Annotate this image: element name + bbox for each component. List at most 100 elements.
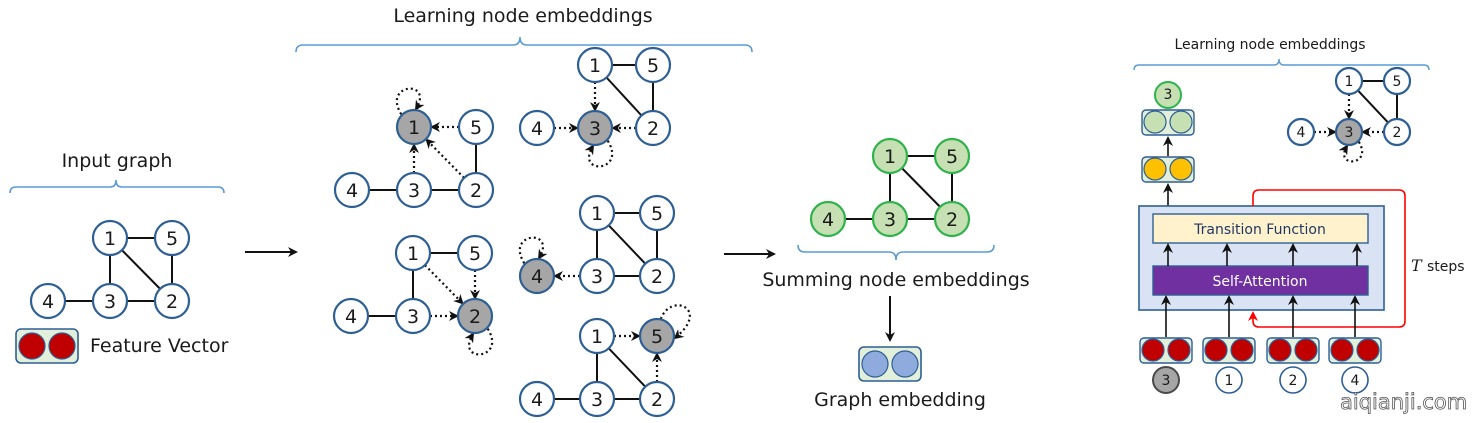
node-label: 2 <box>647 118 659 140</box>
graph-node-5: 5 <box>153 219 191 257</box>
token-label: 2 <box>1289 373 1298 389</box>
hidden-embedding <box>1141 156 1195 183</box>
graph-edge <box>121 249 161 290</box>
graph-node-2: 2 <box>933 200 971 238</box>
feature-dot <box>1356 338 1380 362</box>
graph-node-3: 3 <box>871 200 909 238</box>
node-label: 4 <box>822 209 834 231</box>
node-label: 1 <box>589 55 601 77</box>
graph-node-1: 1 <box>576 46 614 84</box>
feature-dot <box>48 332 76 360</box>
graph-node-2: 2 <box>638 380 676 418</box>
graph-node-4: 4 <box>332 297 370 335</box>
token-label: 3 <box>1162 373 1171 389</box>
token-node <box>1152 366 1180 394</box>
node-label: 4 <box>531 118 543 140</box>
transformer-title: Learning node embeddings <box>1174 37 1365 53</box>
node-label: 1 <box>884 146 896 168</box>
self-loop-arrow <box>395 87 425 115</box>
graph-node-2: 2 <box>634 109 672 147</box>
node-label: 3 <box>408 180 420 202</box>
node-label: 4 <box>42 291 54 313</box>
node-label: 3 <box>1345 125 1354 141</box>
feature-dot <box>1167 338 1191 362</box>
graph-edge <box>1357 89 1389 124</box>
graph-node-3: 3 <box>395 171 433 209</box>
feature-dot <box>18 332 46 360</box>
node-label: 2 <box>166 291 178 313</box>
output-node-3 <box>1154 81 1182 109</box>
graph-node-1: 1 <box>578 317 616 355</box>
feature-dot <box>1230 338 1254 362</box>
graph-node-2: 2 <box>1382 117 1412 147</box>
graph-edge <box>607 347 647 388</box>
node-label: 4 <box>531 266 543 288</box>
feature-dot <box>1268 338 1292 362</box>
embedding-dot <box>861 350 889 378</box>
feature-vector-legend: Feature Vector <box>15 328 229 364</box>
graph-embedding-label: Graph embedding <box>814 389 986 411</box>
transformer-brace <box>1133 58 1430 71</box>
node-label: 4 <box>346 180 358 202</box>
graph-node-2: 2 <box>457 171 495 209</box>
t-steps-label: steps <box>1427 259 1465 275</box>
graph-node-1: 1 <box>91 219 129 257</box>
graph-node-3: 3 <box>1334 117 1364 147</box>
graph-node-1: 1 <box>395 108 433 146</box>
node-label: 4 <box>1297 125 1306 141</box>
graph-edge <box>901 167 941 208</box>
token-node <box>1341 366 1369 394</box>
self-loop-arrow <box>518 236 548 264</box>
graph-node-1: 1 <box>578 194 616 232</box>
node-label: 1 <box>104 228 116 250</box>
graph-node-5: 5 <box>933 137 971 175</box>
graph-edge <box>607 224 647 265</box>
node-label: 5 <box>1393 74 1402 90</box>
token-node <box>1279 366 1307 394</box>
graph-node-1: 1 <box>1334 66 1364 96</box>
graph-node-2: 2 <box>638 257 676 295</box>
small-graph-target-3: 1 2 3 4 5 <box>1286 66 1412 163</box>
graph-node-5: 5 <box>634 46 672 84</box>
input-graph-section: Input graph 1 2 3 4 5 Feature Vector <box>9 150 229 364</box>
self-loop-arrow <box>584 140 614 168</box>
feature-dot <box>1330 338 1354 362</box>
graph-node-4: 4 <box>333 171 371 209</box>
graph-node-3: 3 <box>578 257 616 295</box>
t-steps-var: T <box>1411 256 1423 275</box>
input-token-2: 2 <box>1266 295 1320 394</box>
node-label: 2 <box>946 209 958 231</box>
attention-to-transition-arrows <box>1163 243 1362 266</box>
graph-node-3: 3 <box>394 297 432 335</box>
self-loop-arrow <box>1338 141 1364 163</box>
feature-dot <box>1141 338 1165 362</box>
node-label: 1 <box>408 117 420 139</box>
input-graph-title: Input graph <box>62 150 173 172</box>
node-label: 1 <box>1345 74 1354 90</box>
graph-node-3: 3 <box>576 109 614 147</box>
token-label: 4 <box>1351 373 1360 389</box>
node-label: 5 <box>166 228 178 250</box>
node-label: 3 <box>104 291 116 313</box>
summed-graph: 1 2 3 4 5 <box>809 137 971 238</box>
output-node-label: 3 <box>1164 87 1173 103</box>
input-graph: 1 2 3 4 5 <box>29 219 191 320</box>
graph-node-3: 3 <box>578 380 616 418</box>
node-label: 2 <box>651 266 663 288</box>
node-label: 3 <box>591 266 603 288</box>
message-arrow <box>424 264 464 305</box>
node-label: 2 <box>469 306 481 328</box>
feature-vector-label: Feature Vector <box>90 335 229 357</box>
node-label: 5 <box>647 55 659 77</box>
node-label: 2 <box>470 180 482 202</box>
node-label: 4 <box>531 389 543 411</box>
message-arrow <box>425 138 465 179</box>
graph-node-4: 4 <box>1286 117 1316 147</box>
